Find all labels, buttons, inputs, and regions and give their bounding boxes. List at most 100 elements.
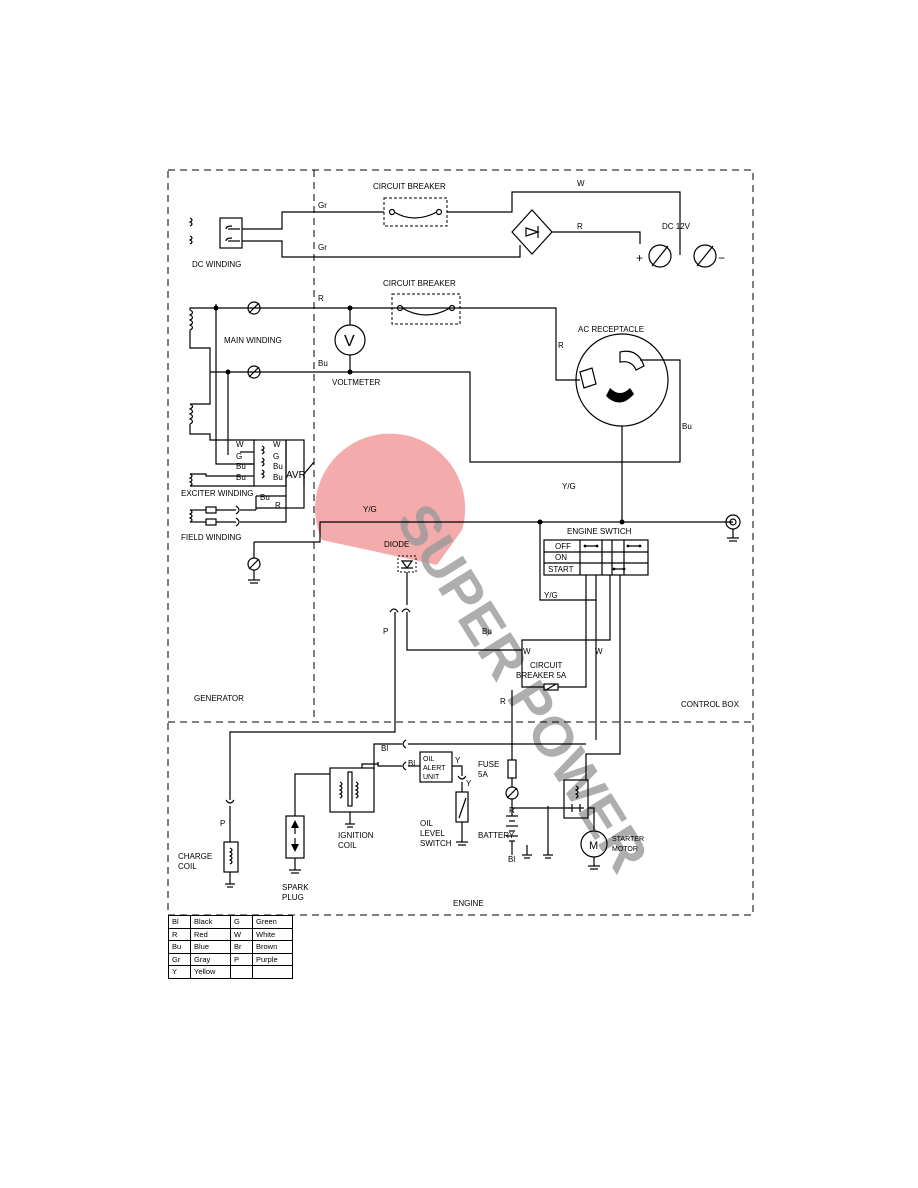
fuse-label-1: FUSE <box>478 760 499 769</box>
wire-label-avr-w-r: W <box>273 440 281 449</box>
voltmeter: V <box>334 308 366 372</box>
dc-plus-label: + <box>636 251 643 265</box>
oil-alert-unit <box>377 751 469 846</box>
legend-code: Gr <box>168 952 191 966</box>
wire-label-avr-bu2-r: Bu <box>273 473 283 482</box>
legend-row: Gr Gray P Purple <box>168 952 293 966</box>
legend-row: Y Yellow <box>168 965 293 979</box>
ignition-coil-label-2: COIL <box>338 841 357 850</box>
spark-plug-label-1: SPARK <box>282 883 309 892</box>
oil-alert-label-2: ALERT <box>423 765 446 772</box>
legend-row: Bl Black G Green <box>168 915 293 929</box>
section-generator-label: GENERATOR <box>194 694 244 703</box>
wire-label-r-cb: R <box>500 697 506 706</box>
oil-alert-label-1: OIL <box>423 756 434 763</box>
starter-motor-label-1: STARTER <box>612 836 644 843</box>
wire-label-avr-bu1-r: Bu <box>273 462 283 471</box>
legend-color: Purple <box>252 952 293 966</box>
wire-label-bu-main: Bu <box>318 359 328 368</box>
wire-label-bu-receptacle: Bu <box>682 422 692 431</box>
oil-level-label-3: SWITCH <box>420 839 452 848</box>
wire-label-r-bridge: R <box>577 222 583 231</box>
section-engine-label: ENGINE <box>453 899 484 908</box>
legend-color: Brown <box>252 940 293 954</box>
wire-label-yg-3: Y/G <box>544 591 558 600</box>
fuse-label-2: 5A <box>478 770 488 779</box>
wire-label-avr-g-r: G <box>273 452 279 461</box>
circuit-breaker-5a-label-1: CIRCUIT <box>530 661 563 670</box>
ignition-coil-label-1: IGNITION <box>338 831 374 840</box>
engine-switch-label: ENGINE SWTICH <box>567 527 632 536</box>
main-winding <box>188 301 681 465</box>
dc-winding <box>188 217 243 249</box>
starter-motor-label-2: MOTOR <box>612 846 638 853</box>
wire-label-r-main: R <box>318 294 324 303</box>
legend-color: Yellow <box>190 965 231 979</box>
motor-symbol: M <box>589 840 598 852</box>
legend-code: P <box>230 952 253 966</box>
legend-code <box>230 965 253 979</box>
oil-level-label-1: OIL <box>420 819 433 828</box>
wire-label-avr-bu2: Bu <box>236 473 246 482</box>
circuit-breaker-dc-label: CIRCUIT BREAKER <box>373 182 446 191</box>
legend-row: R Red W White <box>168 927 293 941</box>
legend-color: White <box>252 927 293 941</box>
legend-code: R <box>168 927 191 941</box>
section-control-box-label: CONTROL BOX <box>681 700 740 709</box>
wire-label-y-1: Y <box>455 756 461 765</box>
wire-label-y-2: Y <box>466 779 472 788</box>
wire-label-yg-1: Y/G <box>562 482 576 491</box>
ac-receptacle-label: AC RECEPTACLE <box>578 325 644 334</box>
wire-label-field-bu: Bu <box>260 493 270 502</box>
switch-pos-start: START <box>548 565 574 574</box>
fuse-battery <box>505 759 570 859</box>
engine-switch <box>521 539 649 780</box>
diode-label: DIODE <box>384 540 409 549</box>
wire-label-gr-bottom: Gr <box>318 243 327 252</box>
legend-color <box>252 965 293 979</box>
circuit-breaker-5a-label-2: BREAKER 5A <box>516 671 567 680</box>
spark-plug-label-2: PLUG <box>282 893 304 902</box>
watermark-logo <box>315 433 466 565</box>
wire-label-bu-diode: Bu <box>482 627 492 636</box>
ac-receptacle <box>575 333 669 522</box>
battery-label: BATTERY <box>478 831 515 840</box>
legend-code: Bu <box>168 940 191 954</box>
wire-label-w-switch: W <box>595 647 603 656</box>
wire-label-bl-1: Bl <box>381 744 388 753</box>
charge-coil-label-2: COIL <box>178 862 197 871</box>
wire-label-avr-w: W <box>236 440 244 449</box>
wire-label-p-diode: P <box>383 627 388 636</box>
oil-alert-label-3: UNIT <box>423 774 440 781</box>
legend-color: Gray <box>190 952 231 966</box>
ground-bus <box>247 461 741 601</box>
dc-wires <box>242 191 681 258</box>
circuit-breaker-5a <box>511 640 587 760</box>
field-winding-label: FIELD WINDING <box>181 533 241 542</box>
diode <box>389 555 522 722</box>
main-winding-label: MAIN WINDING <box>224 336 282 345</box>
dc-winding-label: DC WINDING <box>192 260 241 269</box>
charge-coil-label-1: CHARGE <box>178 852 212 861</box>
circuit-breaker-ac-label: CIRCUIT BREAKER <box>383 279 456 288</box>
exciter-winding-label: EXCITER WINDING <box>181 489 253 498</box>
switch-pos-off: OFF <box>555 542 571 551</box>
color-legend-table: Bl Black G Green R Red W White Bu Blue B… <box>168 915 293 979</box>
wire-label-bl-2: Bl <box>408 759 415 768</box>
spark-plug <box>285 773 330 874</box>
legend-color: Black <box>190 915 231 929</box>
switch-pos-on: ON <box>555 553 567 562</box>
oil-level-label-2: LEVEL <box>420 829 445 838</box>
legend-code: W <box>230 927 253 941</box>
wire-label-gr-top: Gr <box>318 201 327 210</box>
wire-label-avr-g: G <box>236 452 242 461</box>
legend-code: Bl <box>168 915 191 929</box>
voltmeter-label: VOLTMETER <box>332 378 381 387</box>
legend-color: Blue <box>190 940 231 954</box>
wire-label-avr-bu1: Bu <box>236 462 246 471</box>
circuit-breaker-ac <box>391 293 461 325</box>
avr-label: AVR <box>286 470 306 481</box>
legend-code: Y <box>168 965 191 979</box>
voltmeter-symbol: V <box>344 333 355 350</box>
